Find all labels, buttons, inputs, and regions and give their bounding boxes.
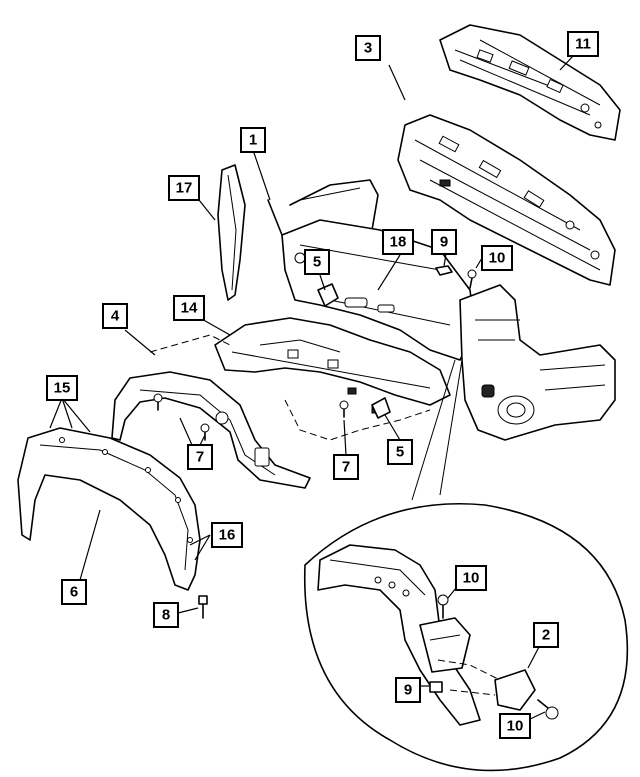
svg-text:3: 3 [364,40,372,57]
callout-2: 2 [533,622,559,648]
callout-11: 11 [567,31,599,57]
svg-text:5: 5 [396,444,404,461]
callout-8: 8 [153,602,179,628]
svg-text:14: 14 [181,300,198,317]
callout-6: 6 [61,579,87,605]
svg-text:2: 2 [542,627,550,644]
svg-text:10: 10 [463,570,480,587]
callout-5: 5 [387,439,413,465]
callout-10: 10 [499,713,531,739]
push-pin [339,400,349,418]
svg-text:4: 4 [111,308,120,325]
callout-18: 18 [382,229,414,255]
grille-bumper [459,284,616,441]
hood-prop-rod [267,199,283,236]
svg-text:10: 10 [507,718,524,735]
push-pin [200,423,210,441]
fender-flare [17,427,201,591]
push-pin [153,393,163,411]
callout-17: 17 [168,175,200,201]
svg-text:17: 17 [176,180,193,197]
callout-10: 10 [455,565,487,591]
callout-4: 4 [102,303,128,329]
callout-9: 9 [431,229,457,255]
callout-14: 14 [173,295,205,321]
svg-text:7: 7 [342,459,350,476]
svg-text:8: 8 [162,607,170,624]
callout-9: 9 [395,677,421,703]
windshield-frame [289,179,379,231]
svg-text:9: 9 [404,682,412,699]
callout-15: 15 [46,375,78,401]
svg-text:10: 10 [489,250,506,267]
svg-text:6: 6 [70,584,78,601]
callout-10: 10 [481,245,513,271]
cowl-panel-upper [439,24,621,141]
screw [467,269,477,289]
bracket [317,283,339,307]
callout-16: 16 [211,522,243,548]
svg-text:7: 7 [196,449,204,466]
callout-7: 7 [333,454,359,480]
cowl-panel-lower [397,114,616,286]
svg-text:18: 18 [390,234,407,251]
bracket [371,397,391,419]
svg-text:16: 16 [219,527,236,544]
svg-text:15: 15 [54,380,71,397]
detail-view [303,359,629,772]
inner-fender-liner [214,317,451,414]
svg-text:9: 9 [440,234,448,251]
callout-5: 5 [304,249,330,275]
seal-strip [217,164,246,301]
svg-text:11: 11 [575,36,591,53]
svg-text:5: 5 [313,254,321,271]
callout-7: 7 [187,444,213,470]
callout-1: 1 [240,127,266,153]
clip-nut [435,265,453,276]
stud-fastener [198,595,208,619]
splash-shield [111,371,311,489]
svg-text:1: 1 [249,132,257,149]
callout-3: 3 [355,35,381,61]
